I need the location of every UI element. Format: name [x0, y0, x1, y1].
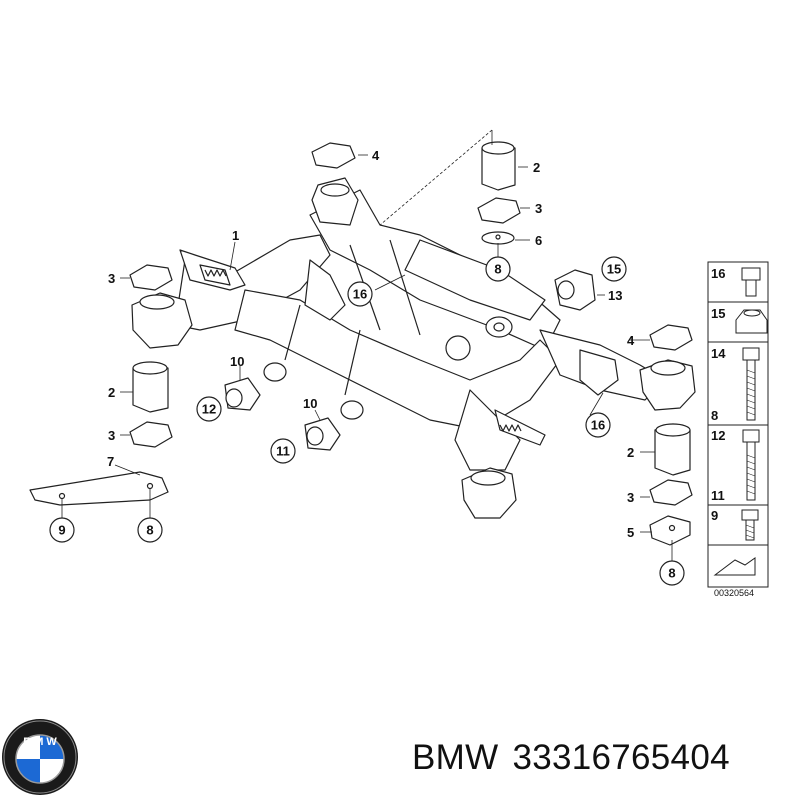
panel-label-16: 16: [711, 266, 725, 281]
panel-label-12: 12: [711, 428, 725, 443]
label-3: 3: [108, 428, 115, 443]
part-number-labels: 1 2 2 2 3 3 3 3 4 4 5 6 7 10 10 13: [107, 148, 635, 540]
panel-label-9: 9: [711, 508, 718, 523]
circle-label-11: 11: [276, 444, 290, 459]
bushing-15: [554, 269, 596, 311]
panel-label-14: 14: [711, 346, 726, 361]
reinforcement-plate: [29, 471, 169, 506]
rear-subframe: [174, 189, 666, 471]
label-10: 10: [303, 396, 317, 411]
subframe-mount-bushing-left: [131, 292, 193, 349]
label-13: 13: [608, 288, 622, 303]
brand-name: BMW: [412, 738, 499, 777]
panel-label-8: 8: [711, 408, 718, 423]
circle-label-15: 15: [607, 262, 621, 277]
circle-label-16: 16: [591, 418, 605, 433]
part-caption: BMW 33316765404: [412, 738, 744, 778]
label-6: 6: [535, 233, 542, 248]
label-3: 3: [535, 201, 542, 216]
subframe-mount-bushing-right: [639, 359, 696, 411]
fasteners-panel: 16 15 14 8 12 11 9 00320564: [707, 261, 769, 598]
label-4: 4: [627, 333, 635, 348]
circled-label-text: 8 8 8 9 11 12 15 16 16: [58, 262, 675, 581]
panel-label-11: 11: [711, 488, 725, 503]
label-2: 2: [533, 160, 540, 175]
label-7: 7: [107, 454, 114, 469]
label-2: 2: [627, 445, 634, 460]
circle-label-8: 8: [146, 523, 153, 538]
label-5: 5: [627, 525, 634, 540]
leader-lines: [61, 129, 673, 562]
springs: [204, 269, 522, 432]
label-2: 2: [108, 385, 115, 400]
label-3: 3: [627, 490, 634, 505]
circle-label-8: 8: [494, 262, 501, 277]
stack-right: [649, 324, 693, 546]
label-1: 1: [232, 228, 239, 243]
bushing-12: [224, 377, 261, 411]
bushing-11: [304, 417, 341, 451]
part-number: 33316765404: [512, 738, 730, 777]
panel-label-15: 15: [711, 306, 725, 321]
circle-label-16: 16: [353, 287, 367, 302]
stack-top: [311, 141, 521, 245]
control-arm-bushing-small: [263, 316, 513, 420]
label-10: 10: [230, 354, 244, 369]
subframe-mount-bushing-front: [461, 467, 517, 519]
subframe-mount-bushing-top: [311, 177, 359, 226]
label-4: 4: [372, 148, 380, 163]
circle-label-9: 9: [58, 523, 65, 538]
drawing-number: 00320564: [714, 588, 754, 598]
bmw-logo: B M W: [2, 719, 78, 795]
circle-label-8: 8: [668, 566, 675, 581]
circled-labels: [49, 256, 685, 586]
label-3: 3: [108, 271, 115, 286]
logo-lettering: B M W: [23, 736, 57, 748]
circle-label-12: 12: [202, 402, 216, 417]
stack-left: [129, 264, 173, 448]
